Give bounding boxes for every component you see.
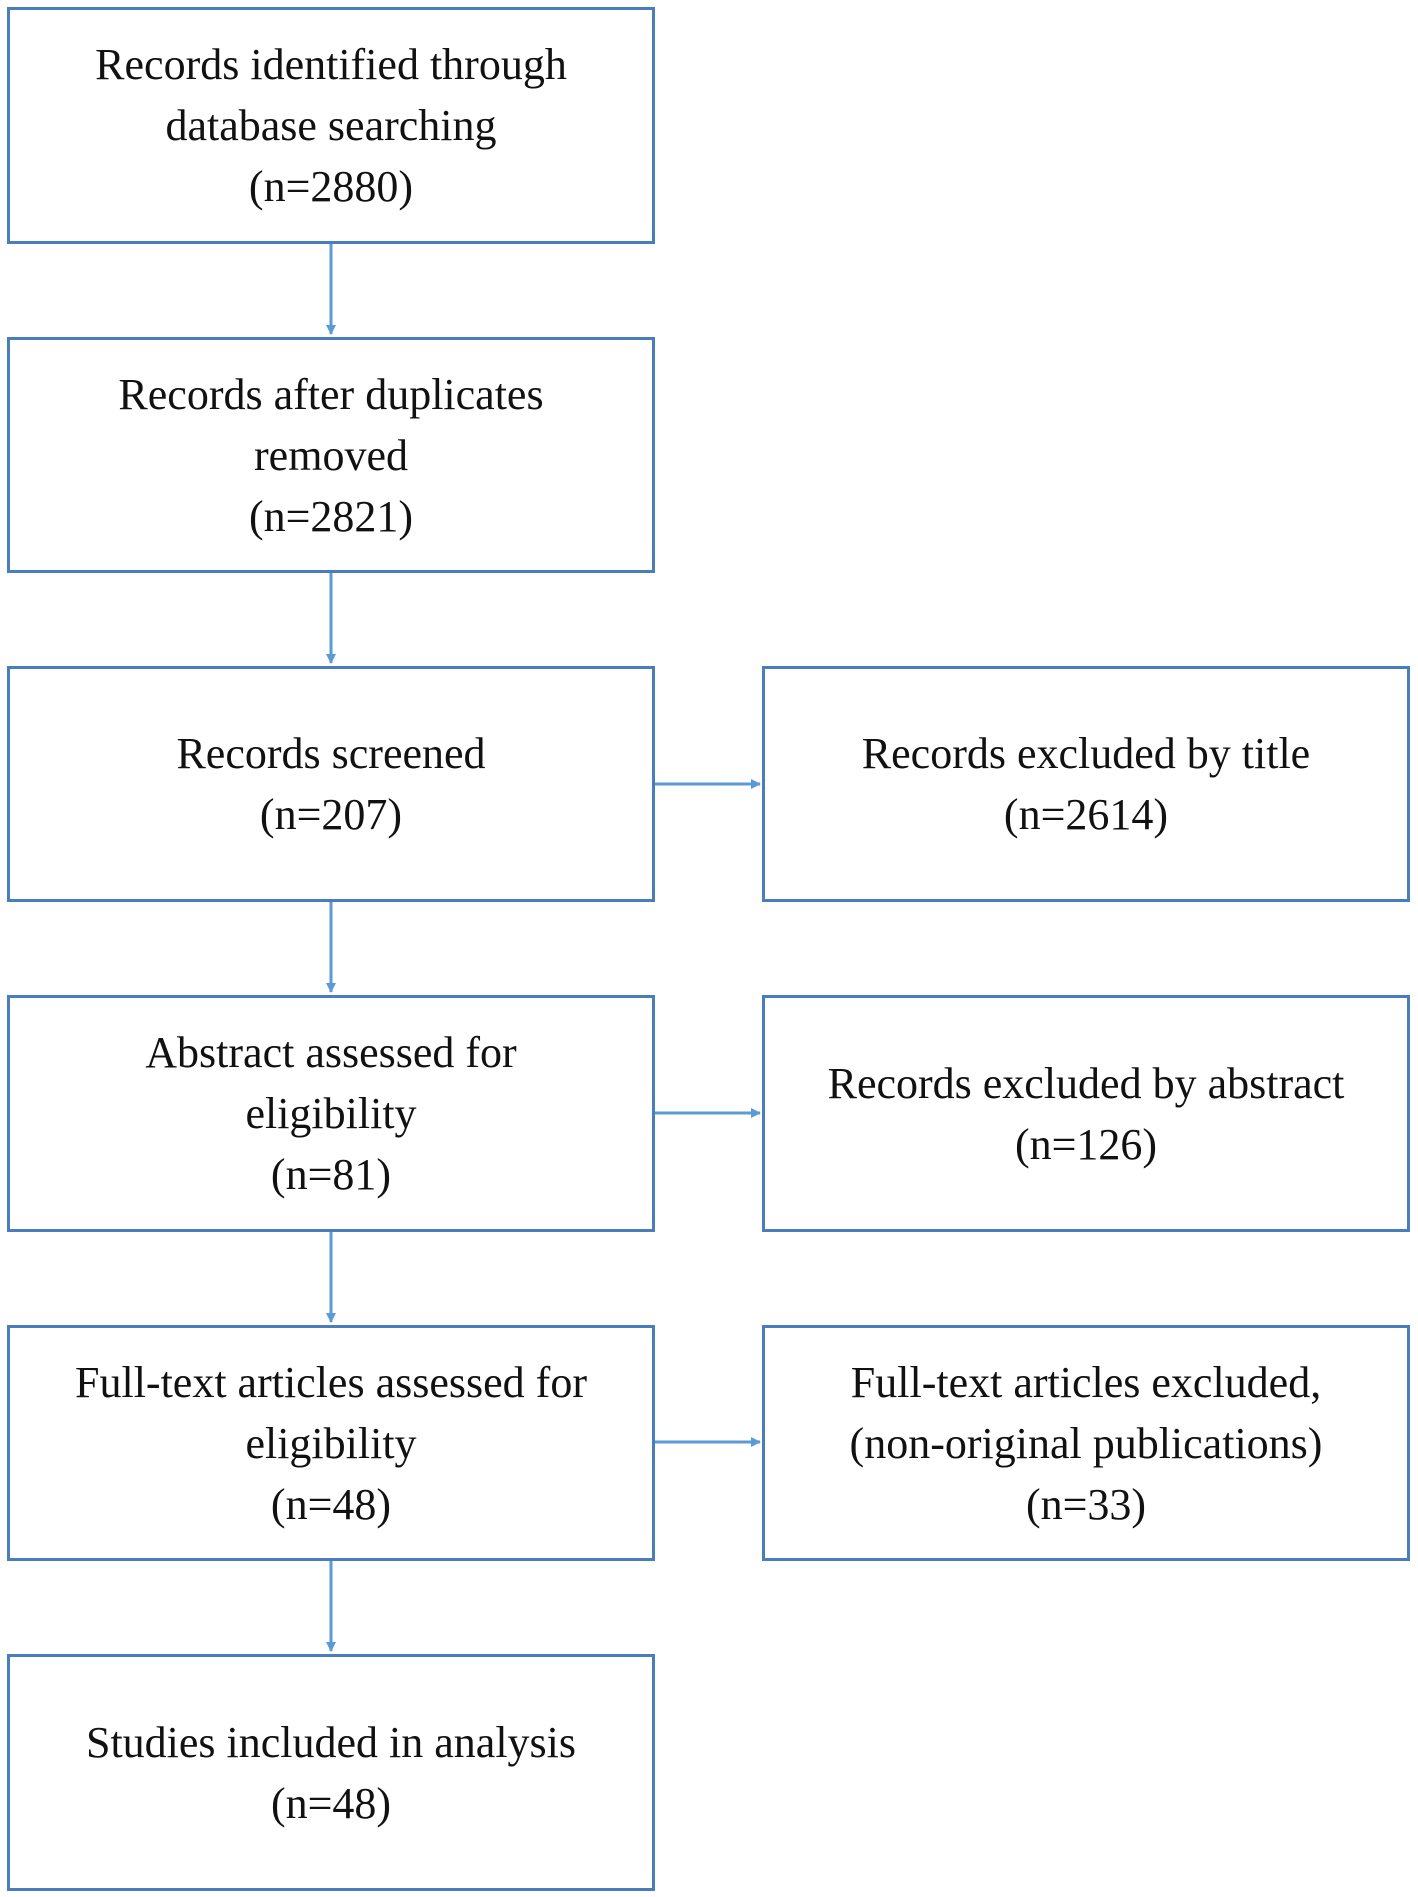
- box-records-screened: Records screened (n=207): [7, 666, 655, 902]
- box-records-deduplicated: Records after duplicates removed (n=2821…: [7, 337, 655, 573]
- box-records-screened-text: Records screened (n=207): [176, 723, 485, 845]
- fulltext-assessed-count: (n=48): [270, 1479, 392, 1529]
- abstract-assessed-line2: eligibility: [245, 1089, 417, 1138]
- fulltext-assessed-line2: eligibility: [245, 1418, 417, 1468]
- fulltext-excluded-line2: (non-original publications): [849, 1418, 1323, 1468]
- records-deduplicated-line1: Records after duplicates: [118, 369, 544, 419]
- box-studies-included-text: Studies included in analysis (n=48): [86, 1712, 576, 1834]
- records-identified-count: (n=2880): [248, 162, 414, 211]
- box-excluded-by-abstract-text: Records excluded by abstract (n=126): [828, 1053, 1345, 1175]
- studies-included-count: (n=48): [270, 1778, 392, 1828]
- records-identified-line2: database searching: [165, 101, 497, 150]
- fulltext-assessed-line1: Full-text articles assessed for: [75, 1357, 587, 1407]
- records-screened-line1: Records screened: [176, 729, 486, 778]
- box-abstract-assessed: Abstract assessed for eligibility (n=81): [7, 995, 655, 1232]
- box-fulltext-assessed: Full-text articles assessed for eligibil…: [7, 1325, 655, 1561]
- excluded-by-title-count: (n=2614): [1003, 790, 1169, 839]
- records-deduplicated-line2: removed: [254, 430, 408, 480]
- excluded-by-abstract-line1: Records excluded by abstract: [827, 1058, 1345, 1108]
- fulltext-excluded-count: (n=33): [1025, 1479, 1147, 1529]
- studies-included-line1: Studies included in analysis: [85, 1717, 577, 1767]
- abstract-assessed-line1: Abstract assessed for: [145, 1028, 517, 1077]
- box-studies-included: Studies included in analysis (n=48): [7, 1654, 655, 1891]
- box-fulltext-excluded-text: Full-text articles excluded, (non-origin…: [850, 1352, 1323, 1535]
- box-excluded-by-title-text: Records excluded by title (n=2614): [862, 723, 1310, 845]
- box-excluded-by-title: Records excluded by title (n=2614): [762, 666, 1410, 902]
- box-fulltext-assessed-text: Full-text articles assessed for eligibil…: [75, 1352, 587, 1535]
- box-records-identified-text: Records identified through database sear…: [95, 34, 567, 217]
- box-records-identified: Records identified through database sear…: [7, 7, 655, 244]
- records-identified-line1: Records identified through: [95, 40, 567, 89]
- excluded-by-abstract-count: (n=126): [1014, 1119, 1158, 1169]
- abstract-assessed-count: (n=81): [270, 1150, 392, 1199]
- records-screened-count: (n=207): [259, 790, 403, 839]
- fulltext-excluded-line1: Full-text articles excluded,: [850, 1357, 1322, 1407]
- box-abstract-assessed-text: Abstract assessed for eligibility (n=81): [145, 1022, 516, 1205]
- box-excluded-by-abstract: Records excluded by abstract (n=126): [762, 995, 1410, 1232]
- box-fulltext-excluded: Full-text articles excluded, (non-origin…: [762, 1325, 1410, 1561]
- records-deduplicated-count: (n=2821): [248, 491, 414, 541]
- excluded-by-title-line1: Records excluded by title: [861, 729, 1311, 778]
- box-records-deduplicated-text: Records after duplicates removed (n=2821…: [118, 364, 543, 547]
